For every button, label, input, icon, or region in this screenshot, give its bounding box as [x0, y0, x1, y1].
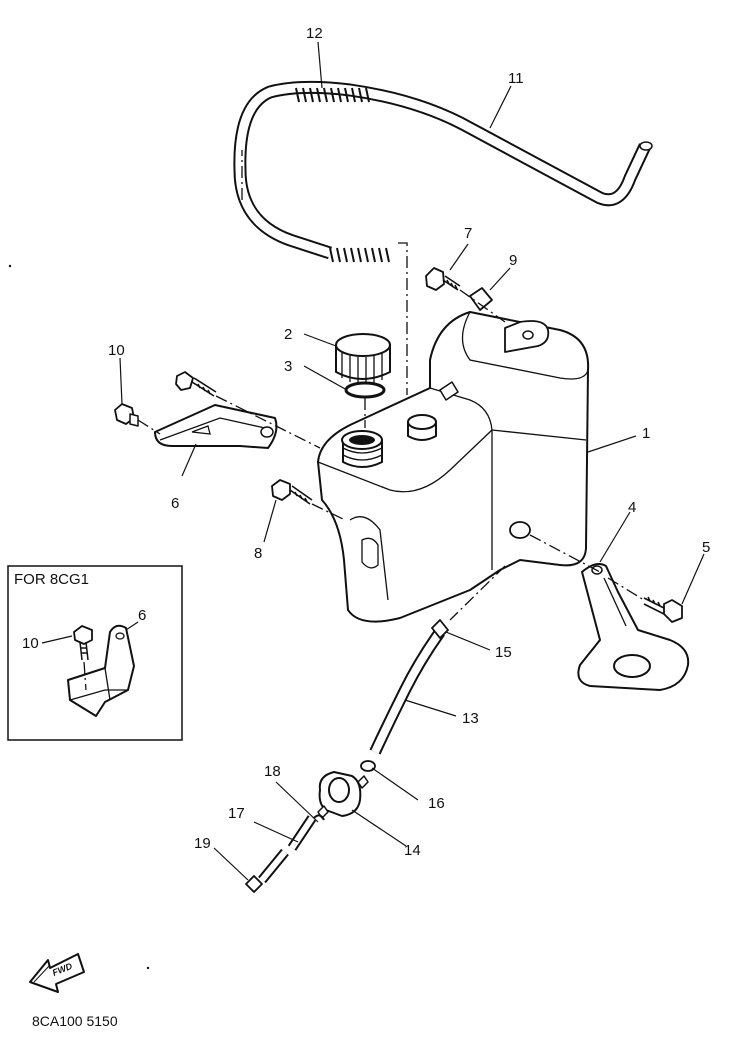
joint-pipe — [258, 815, 317, 884]
nut10-line — [137, 419, 161, 435]
hose-spring-upper — [295, 87, 370, 103]
bolt-7 — [425, 267, 461, 291]
inset-callout-6: 6 — [138, 607, 146, 624]
fitting-19 — [245, 875, 263, 893]
callout-1: 1 — [642, 425, 650, 442]
speck — [8, 264, 12, 268]
callout-5: 5 — [702, 539, 710, 556]
breather-hose — [233, 80, 653, 260]
bolt8-line — [311, 503, 346, 521]
bolt-upper-left — [175, 371, 217, 397]
filler-neck — [341, 430, 383, 468]
callout-15: 15 — [495, 644, 512, 661]
callout-11: 11 — [508, 70, 524, 87]
bolt-8 — [271, 479, 313, 505]
outlet-hose — [369, 628, 445, 755]
nut-10 — [114, 403, 139, 427]
inset-callout-10: 10 — [22, 635, 39, 652]
bolt7-line — [459, 289, 506, 323]
callout-6: 6 — [171, 495, 179, 512]
forward-arrow-icon: FWD — [29, 953, 85, 993]
inset-bracket — [67, 624, 135, 717]
callout-7: 7 — [464, 225, 472, 242]
callout-12: 12 — [306, 25, 323, 42]
inset-title: FOR 8CG1 — [14, 571, 89, 588]
bolt-upper-line — [215, 395, 321, 449]
drawing-code: 8CA100 5150 — [32, 1013, 118, 1029]
inset-bolt-line — [83, 661, 87, 691]
inset-bolt — [73, 625, 93, 661]
callout-16: 16 — [428, 795, 445, 812]
tank-bracket-left — [154, 404, 278, 449]
speck — [146, 966, 150, 970]
cap-gasket — [344, 381, 386, 399]
clamp-16 — [360, 760, 376, 772]
callout-18: 18 — [264, 763, 281, 780]
callout-19: 19 — [194, 835, 211, 852]
callout-4: 4 — [628, 499, 636, 516]
fuel-filter — [317, 771, 369, 819]
callout-10: 10 — [108, 342, 125, 359]
callout-9: 9 — [509, 252, 517, 269]
tank-outlet-line — [449, 565, 506, 621]
callout-3: 3 — [284, 358, 292, 375]
clamp-15 — [431, 619, 449, 639]
hose-spring-lower — [329, 247, 390, 263]
hose-routing-line — [398, 242, 408, 395]
leader-lines — [119, 41, 705, 881]
callout-2: 2 — [284, 326, 292, 343]
callout-8: 8 — [254, 545, 262, 562]
tank-bracket-right — [577, 563, 690, 691]
bracket-line — [529, 534, 601, 573]
callout-14: 14 — [404, 842, 421, 859]
callout-13: 13 — [462, 710, 479, 727]
clip-18 — [313, 814, 325, 821]
tank-cap — [335, 333, 391, 384]
bolt-5 — [643, 596, 683, 623]
bolt5-line — [607, 577, 645, 601]
callout-17: 17 — [228, 805, 245, 822]
collar-9 — [469, 287, 493, 311]
oil-tank — [317, 311, 590, 623]
inset-box: FOR 8CG1 10 6 — [7, 565, 183, 741]
tank-port — [407, 381, 459, 441]
